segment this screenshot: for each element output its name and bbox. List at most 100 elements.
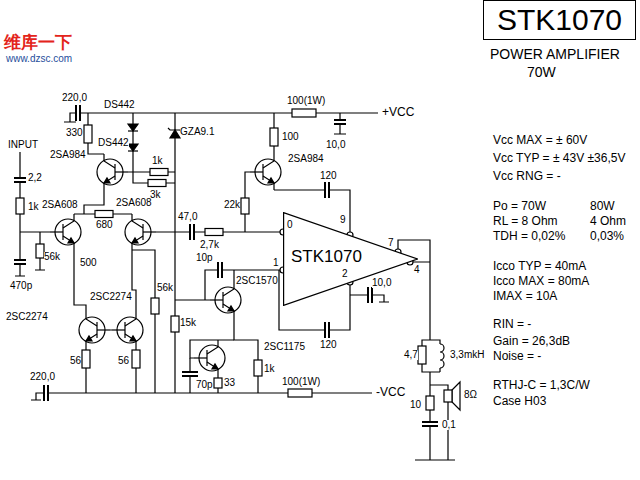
transistor-symbol: [194, 340, 225, 376]
spec-text: 0,03%: [590, 230, 624, 242]
watermark: www.dzsc.com: [6, 54, 72, 64]
wire: [350, 295, 389, 302]
capacitor-symbol: [218, 262, 222, 278]
pin-number: 0: [287, 220, 293, 230]
part-value: 2,7k: [200, 240, 219, 250]
resistor-symbol: [132, 350, 140, 368]
spec-text: Noise = -: [493, 350, 541, 362]
signal-name: INPUT: [8, 140, 38, 150]
spec-text: RL = 8 Ohm: [493, 215, 558, 227]
part-value: 1k: [264, 364, 275, 374]
wire: [334, 113, 346, 134]
part-name: 2SC1570: [236, 276, 278, 286]
wire: [15, 113, 460, 460]
amplifier-triangle: STK1070: [283, 212, 418, 306]
wire: [452, 382, 460, 410]
part-value: 100: [282, 132, 299, 142]
capacitor-symbol: [325, 322, 329, 338]
part-value: 330: [66, 128, 83, 138]
spec-text: TDH = 0,02%: [493, 230, 565, 242]
capacitor-symbol: [44, 385, 48, 401]
part-value: 220,0: [62, 93, 87, 103]
spec-text: Icco MAX = 80mA: [493, 275, 589, 287]
part-value: 500: [80, 258, 97, 268]
wire: [175, 270, 283, 300]
capacitor-symbol: [422, 422, 438, 426]
transistor-symbol: [50, 214, 81, 250]
wire: [86, 348, 136, 393]
resistor-symbol: [171, 316, 179, 332]
watermark: 维库一下: [4, 34, 72, 51]
wire: [132, 250, 136, 312]
part-name: 2SA608: [116, 198, 152, 208]
wire: [233, 270, 234, 282]
diode-symbol: [128, 144, 138, 151]
spec-text: IMAX = 10A: [493, 290, 557, 302]
capacitor-symbol: [76, 105, 80, 121]
part-value: 15k: [180, 318, 196, 328]
resistor-symbol: [148, 180, 166, 187]
resistor-symbol: [288, 389, 312, 397]
capacitor-symbol: [190, 224, 194, 240]
diode-symbol: [170, 130, 180, 138]
transistor-symbol: [50, 154, 281, 376]
wire: [64, 113, 76, 122]
part-name: DS442: [104, 100, 135, 110]
transistor-symbol: [125, 214, 156, 250]
resistor-symbol: [84, 125, 92, 143]
diode-symbol: [128, 124, 182, 151]
resistor-symbol: [426, 396, 434, 410]
title-text: STK1070: [497, 3, 622, 38]
part-value: 22k: [224, 200, 240, 210]
diode-symbol: [128, 150, 138, 151]
part-value: 470p: [10, 281, 32, 291]
capacitor-symbol: [182, 372, 198, 376]
part-name: GZA9.1: [180, 127, 214, 137]
supply-name: +VCC: [382, 106, 414, 118]
spec-text: 4 Ohm: [590, 215, 626, 227]
spec-text: Vcc MAX = ± 60V: [493, 134, 587, 146]
spec-text: Vcc RNG = -: [493, 170, 561, 182]
wire: [31, 393, 372, 400]
transistor-symbol: [97, 154, 128, 190]
spec-heading: 70W: [527, 65, 556, 79]
supply-name: -VCC: [376, 386, 405, 398]
part-name: 2SA984: [50, 150, 86, 160]
resistor-symbol: [205, 229, 223, 236]
capacitor-symbol: [14, 260, 26, 264]
part-value: 1k: [152, 156, 163, 166]
part-value: 56k: [157, 283, 173, 293]
pin-number: 2: [342, 269, 348, 279]
resistor-symbol: [241, 198, 249, 214]
spec-text: Gain = 26,3dB: [493, 335, 570, 347]
part-value: 4,7: [404, 350, 418, 360]
part-name: 2SA984: [288, 154, 324, 164]
diode-symbol: [128, 130, 138, 131]
resistor-symbol: [444, 390, 452, 402]
part-name: 2SC1175: [264, 342, 305, 352]
resistor-symbol: [270, 128, 278, 146]
part-value: 10p: [196, 253, 213, 263]
part-value: 100(1W): [282, 377, 320, 387]
pin-number: 7: [388, 238, 394, 248]
part-name: DS442: [98, 138, 129, 148]
wire: [110, 329, 112, 330]
transistor-symbol: [79, 312, 110, 348]
amplifier-outline: [284, 213, 418, 306]
part-value: 56: [70, 356, 81, 366]
resistor-symbol: [292, 109, 316, 117]
transistor-symbol: [250, 154, 281, 190]
part-name: 2SC2274: [6, 312, 48, 322]
part-value: 3,3mkH: [450, 350, 484, 360]
pin-number: 9: [340, 215, 346, 225]
part-value: 70p: [196, 380, 213, 390]
spec-heading: POWER AMPLIFIER: [490, 47, 620, 61]
wire: [80, 112, 378, 113]
part-value: 33: [224, 378, 235, 388]
pin-number: 4: [414, 265, 420, 275]
spec-text: Case H03: [493, 395, 546, 407]
spec-text: RTHJ-C = 1,3C/W: [493, 379, 590, 391]
part-value: 120: [320, 340, 337, 350]
resistor-symbol: [214, 378, 222, 388]
part-value: 1k: [28, 202, 39, 212]
